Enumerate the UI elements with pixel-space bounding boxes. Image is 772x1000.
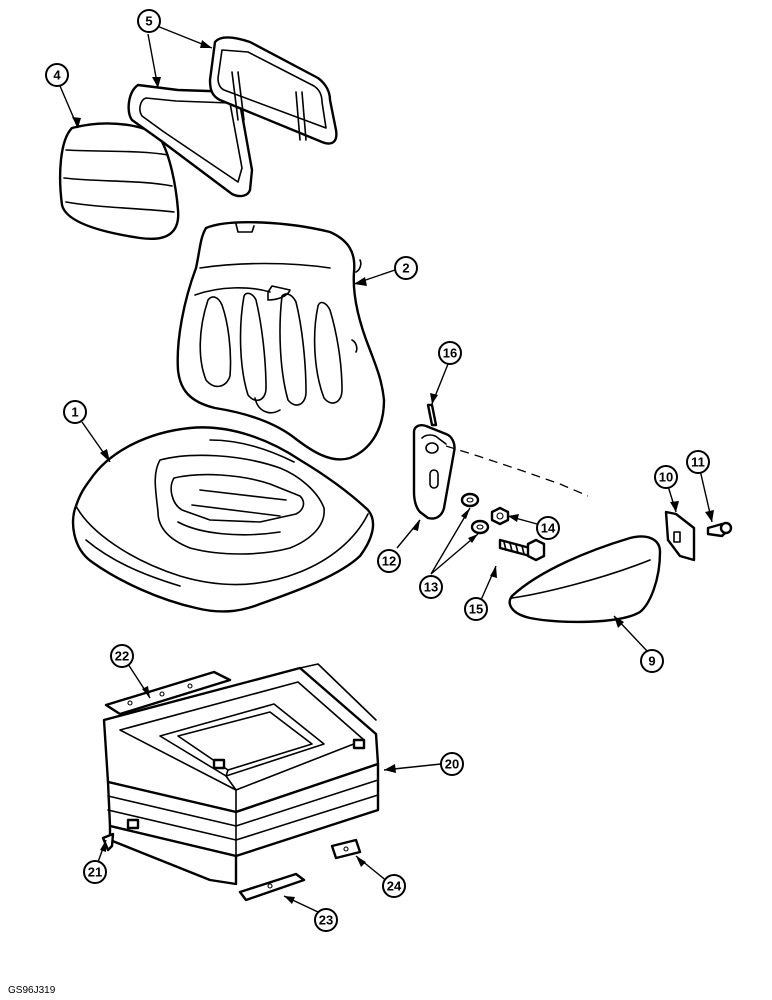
- callout-24: 24: [382, 874, 406, 898]
- svg-text:2: 2: [402, 261, 409, 276]
- callout-11: 11: [686, 450, 710, 474]
- armrest-end-plate: [664, 510, 696, 562]
- washer-lower: [470, 519, 490, 535]
- callout-16: 16: [438, 341, 462, 365]
- svg-text:12: 12: [382, 554, 396, 569]
- callout-13: 13: [419, 575, 443, 599]
- svg-text:5: 5: [145, 14, 152, 29]
- svg-text:1: 1: [71, 405, 78, 420]
- seat-cushion: [71, 426, 375, 613]
- washer-upper: [460, 492, 480, 508]
- svg-text:4: 4: [53, 68, 61, 83]
- callout-2: 2: [394, 256, 418, 280]
- callout-15: 15: [464, 597, 488, 621]
- callout-21: 21: [83, 860, 107, 884]
- callout-22: 22: [110, 644, 134, 668]
- arrowheads: [72, 40, 714, 904]
- svg-text:15: 15: [469, 602, 483, 617]
- headrest-frame-front: [127, 83, 254, 198]
- callout-12: 12: [377, 549, 401, 573]
- callout-1: 1: [63, 400, 87, 424]
- mounting-rail-top: [104, 670, 232, 716]
- svg-text:20: 20: [445, 757, 459, 772]
- svg-text:24: 24: [387, 879, 402, 894]
- callout-9: 9: [640, 649, 664, 673]
- callout-14: 14: [536, 516, 560, 540]
- clip-plate: [330, 838, 362, 860]
- svg-text:22: 22: [115, 649, 129, 664]
- suspension-base: [102, 663, 380, 886]
- svg-text:10: 10: [659, 470, 673, 485]
- svg-text:23: 23: [319, 913, 333, 928]
- svg-text:14: 14: [541, 521, 556, 536]
- seat-back-cushion: [176, 221, 386, 461]
- drawing-reference: GS96J319: [8, 985, 56, 996]
- callout-4: 4: [45, 63, 69, 87]
- callout-10: 10: [654, 465, 678, 489]
- headrest-frame-rear: [208, 36, 338, 145]
- callout-5: 5: [137, 9, 161, 33]
- mounting-rail-bottom: [238, 872, 306, 902]
- assembly-line: [445, 445, 589, 497]
- svg-text:16: 16: [443, 346, 457, 361]
- svg-text:9: 9: [648, 654, 655, 669]
- callout-20: 20: [440, 752, 464, 776]
- svg-text:13: 13: [424, 580, 438, 595]
- svg-text:11: 11: [691, 455, 705, 470]
- push-plug: [101, 832, 115, 852]
- armrest-bracket: [412, 424, 456, 520]
- roll-pin: [426, 403, 438, 427]
- svg-text:21: 21: [88, 865, 102, 880]
- armrest: [508, 535, 662, 624]
- callout-23: 23: [314, 908, 338, 932]
- bolt: [498, 538, 546, 562]
- hex-nut: [490, 506, 510, 526]
- screw: [706, 521, 733, 538]
- headrest-cushion: [58, 122, 180, 241]
